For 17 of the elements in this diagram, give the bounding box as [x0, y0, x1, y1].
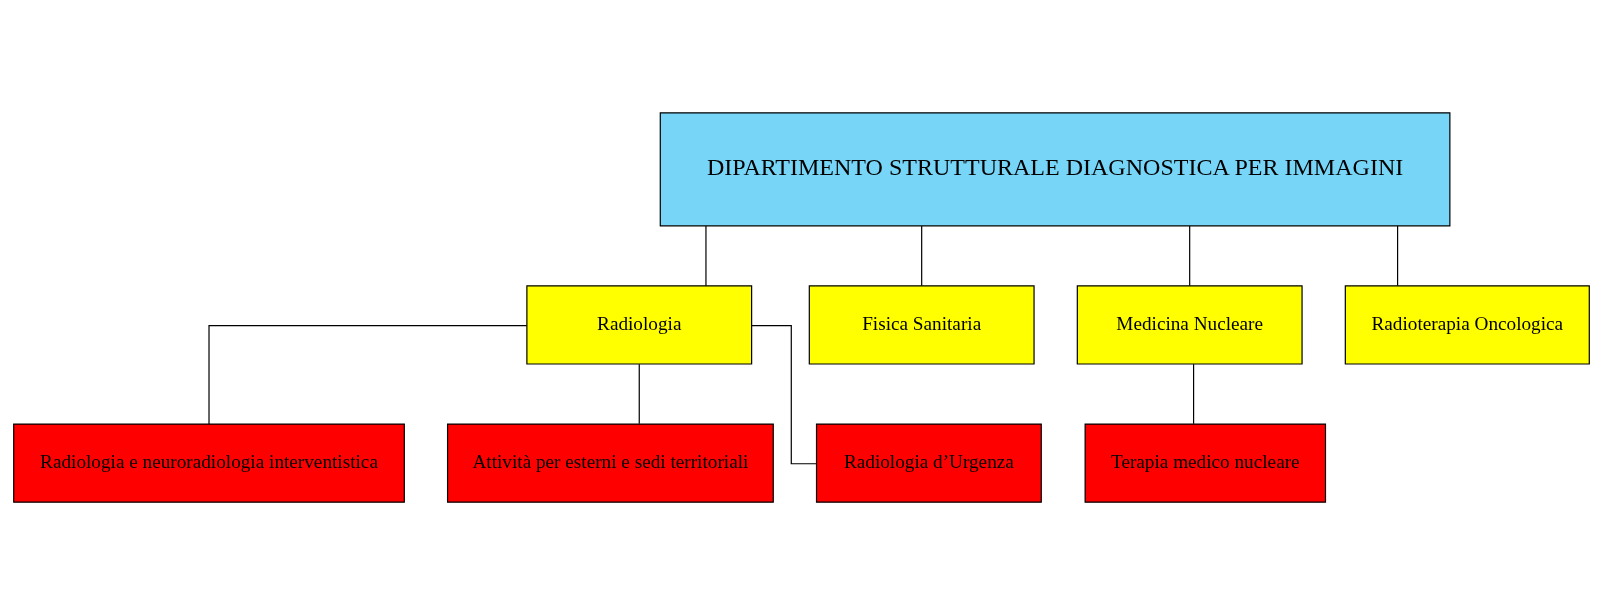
connector [1397, 224, 1399, 286]
connector [638, 363, 640, 424]
node-box: Radiologia d’Urgenza [815, 422, 1042, 503]
node-box: Terapia medico nucleare [1084, 422, 1327, 503]
connector [1193, 363, 1195, 424]
node-box: Radiologia [526, 284, 753, 365]
connector [1189, 224, 1191, 286]
node-box: Radiologia e neuroradiologia interventistica [13, 422, 405, 503]
connector [921, 224, 923, 286]
node-box: Fisica Sanitaria [808, 284, 1035, 365]
node-box: Medicina Nucleare [1076, 284, 1303, 365]
connector [705, 224, 707, 286]
node-box: Radioterapia Oncologica [1344, 284, 1590, 365]
node-box: DIPARTIMENTO STRUTTURALE DIAGNOSTICA PER IMMAGINI [659, 111, 1451, 226]
node-box: Attività per esterni e sedi territoriali [446, 422, 774, 503]
connector [208, 324, 528, 425]
connector [751, 324, 817, 464]
